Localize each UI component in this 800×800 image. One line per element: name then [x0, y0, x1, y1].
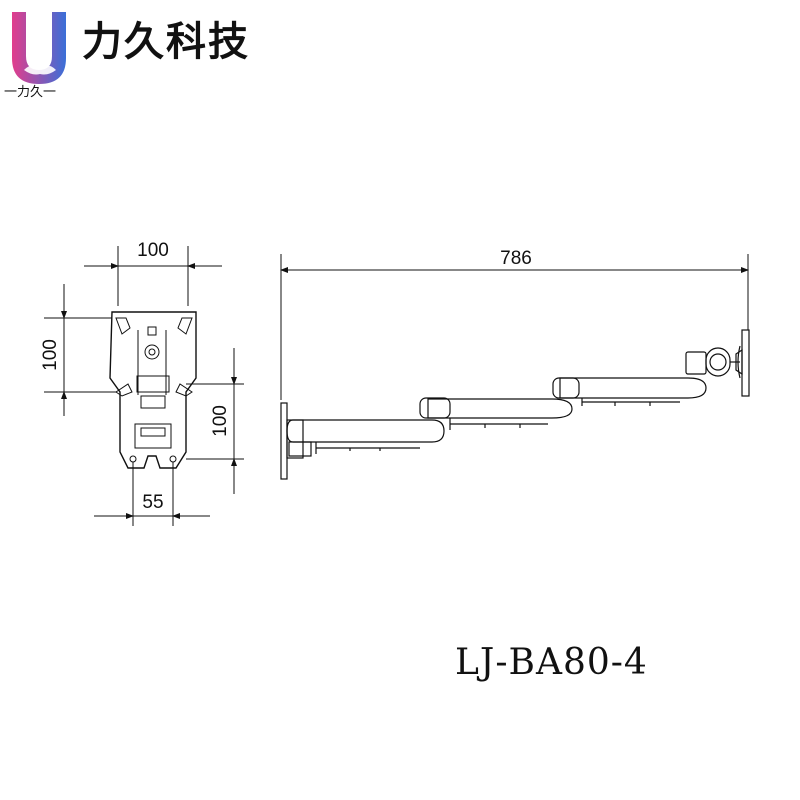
- dim-bottom-width: 55: [142, 492, 163, 513]
- plate-dimension-lines: [44, 246, 244, 526]
- mounting-plate: [109, 311, 197, 469]
- brand-sub-label: 一力久一: [4, 85, 57, 100]
- brand-logo-icon: [12, 12, 66, 84]
- dim-plate-width: 100: [137, 240, 169, 261]
- model-number: LJ-BA80-4: [455, 642, 648, 683]
- brand-name: 力久科技: [82, 19, 250, 65]
- articulating-arm: [280, 329, 750, 480]
- arm-length-dimension-lines: [280, 254, 749, 400]
- dim-plate-height-right: 100: [210, 405, 231, 437]
- dim-plate-height-left: 100: [40, 339, 61, 371]
- dim-arm-length: 786: [500, 248, 532, 269]
